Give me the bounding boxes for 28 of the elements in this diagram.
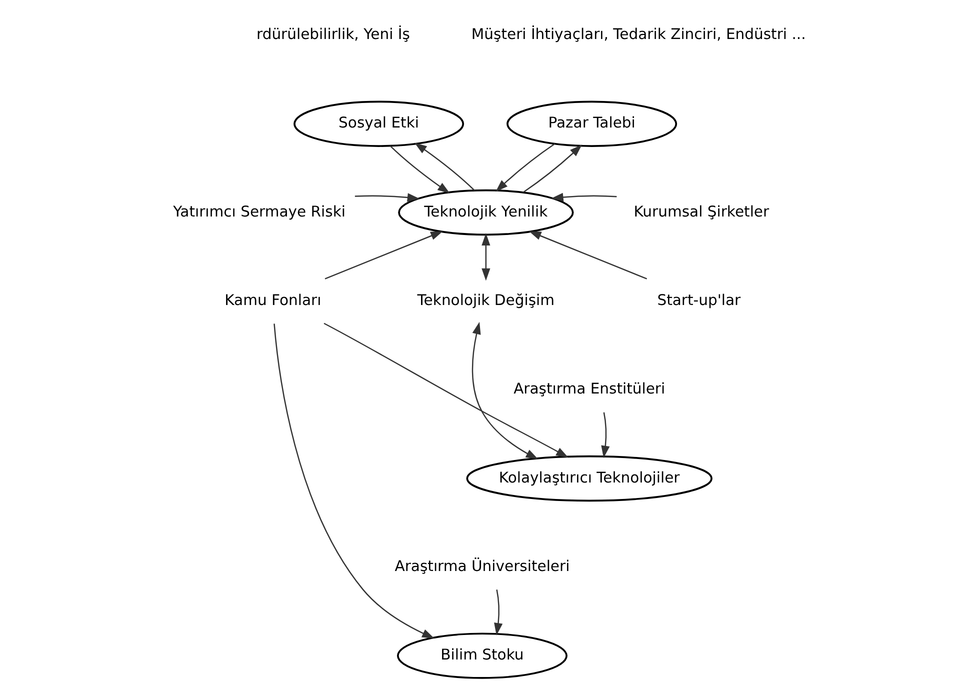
arrow <box>495 143 555 192</box>
node-text: Teknolojik Değişim <box>416 292 554 309</box>
arrow <box>600 412 610 458</box>
node-text: Araştırma Enstitüleri <box>513 380 665 398</box>
arrow <box>354 193 420 202</box>
arrow <box>273 324 434 638</box>
label: rdürülebilirlik, Yeni İş <box>256 26 410 44</box>
arrow <box>481 233 490 281</box>
arrow <box>414 142 474 191</box>
arrow <box>528 231 647 280</box>
node-ellipse: Kolaylaştırıcı Teknolojiler <box>466 455 712 502</box>
arrow <box>324 231 442 280</box>
node-ellipse: Teknolojik Yenilik <box>398 189 574 236</box>
node-ellipse: Bilim Stoku <box>396 632 567 679</box>
arrow <box>522 144 582 193</box>
node-text: Kamu Fonları <box>224 292 321 309</box>
node-text: Araştırma Üniversiteleri <box>394 558 570 575</box>
arrow <box>323 322 568 458</box>
node-text: Start-up'lar <box>656 292 740 309</box>
label: Müşteri İhtiyaçları, Tedarik Zinciri, Endüstri ... <box>470 26 806 44</box>
arrow <box>550 192 616 202</box>
arrow <box>471 322 538 460</box>
arrow <box>494 590 502 636</box>
node-text: Yatırımcı Sermaye Riski <box>172 203 346 220</box>
node-ellipse: Sosyal Etki <box>293 100 464 147</box>
node-text: Kurumsal Şirketler <box>633 203 769 220</box>
arrow <box>389 146 450 194</box>
node-ellipse: Pazar Talebi <box>506 100 677 147</box>
